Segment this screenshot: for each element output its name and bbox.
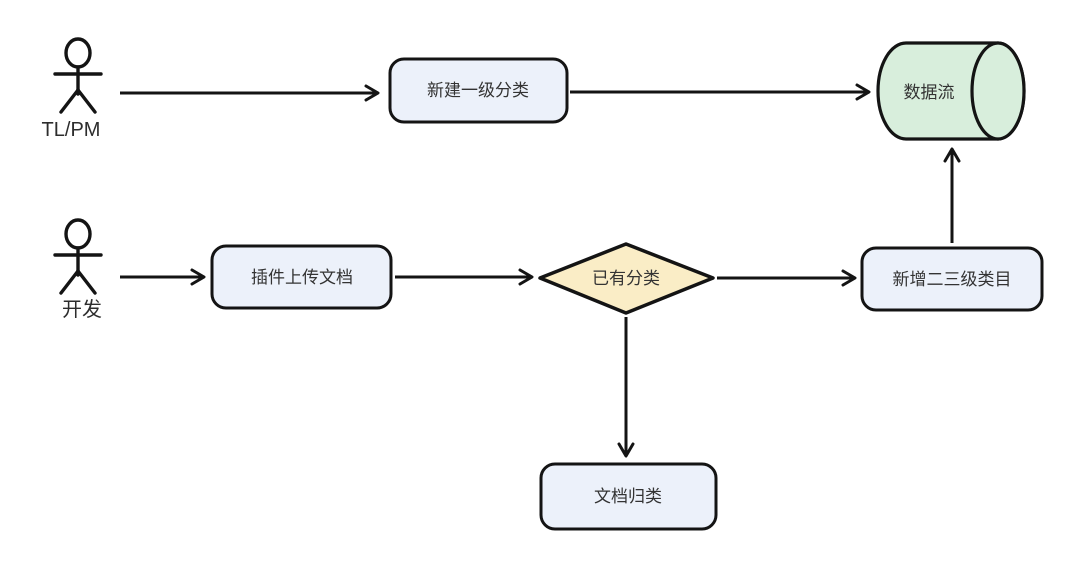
node-plugin-upload: 插件上传文档 (210, 244, 393, 310)
node-doc-classify-box (539, 462, 718, 531)
node-doc-classify: 文档归类 (539, 462, 718, 531)
actor-dev: 开发 (53, 218, 103, 321)
decision-existing-category: 已有分类 (538, 242, 715, 315)
person-icon (53, 37, 103, 114)
actor-dev-label: 开发 (62, 298, 102, 321)
node-add-l2l3-box (860, 246, 1044, 312)
node-create-l1-label: 新建一级分类 (427, 81, 529, 100)
node-add-l2l3: 新增二三级类目 (860, 246, 1044, 312)
decision-existing-category-label: 已有分类 (592, 269, 660, 288)
decision-existing-category-diamond (538, 242, 715, 315)
person-icon (53, 218, 103, 295)
actor-tlpm-label: TL/PM (42, 119, 101, 141)
datastore-data-stream: 数据流 (876, 41, 1026, 141)
edges (120, 83, 961, 458)
node-doc-classify-label: 文档归类 (594, 487, 662, 506)
actor-tlpm: TL/PM (42, 37, 103, 141)
node-plugin-upload-label: 插件上传文档 (251, 268, 353, 287)
datastore-cylinder-cap (970, 41, 1026, 141)
node-create-l1: 新建一级分类 (388, 57, 569, 124)
node-plugin-upload-box (210, 244, 393, 310)
node-create-l1-box (388, 57, 569, 124)
node-add-l2l3-label: 新增二三级类目 (893, 270, 1012, 289)
datastore-data-stream-label: 数据流 (904, 83, 955, 102)
